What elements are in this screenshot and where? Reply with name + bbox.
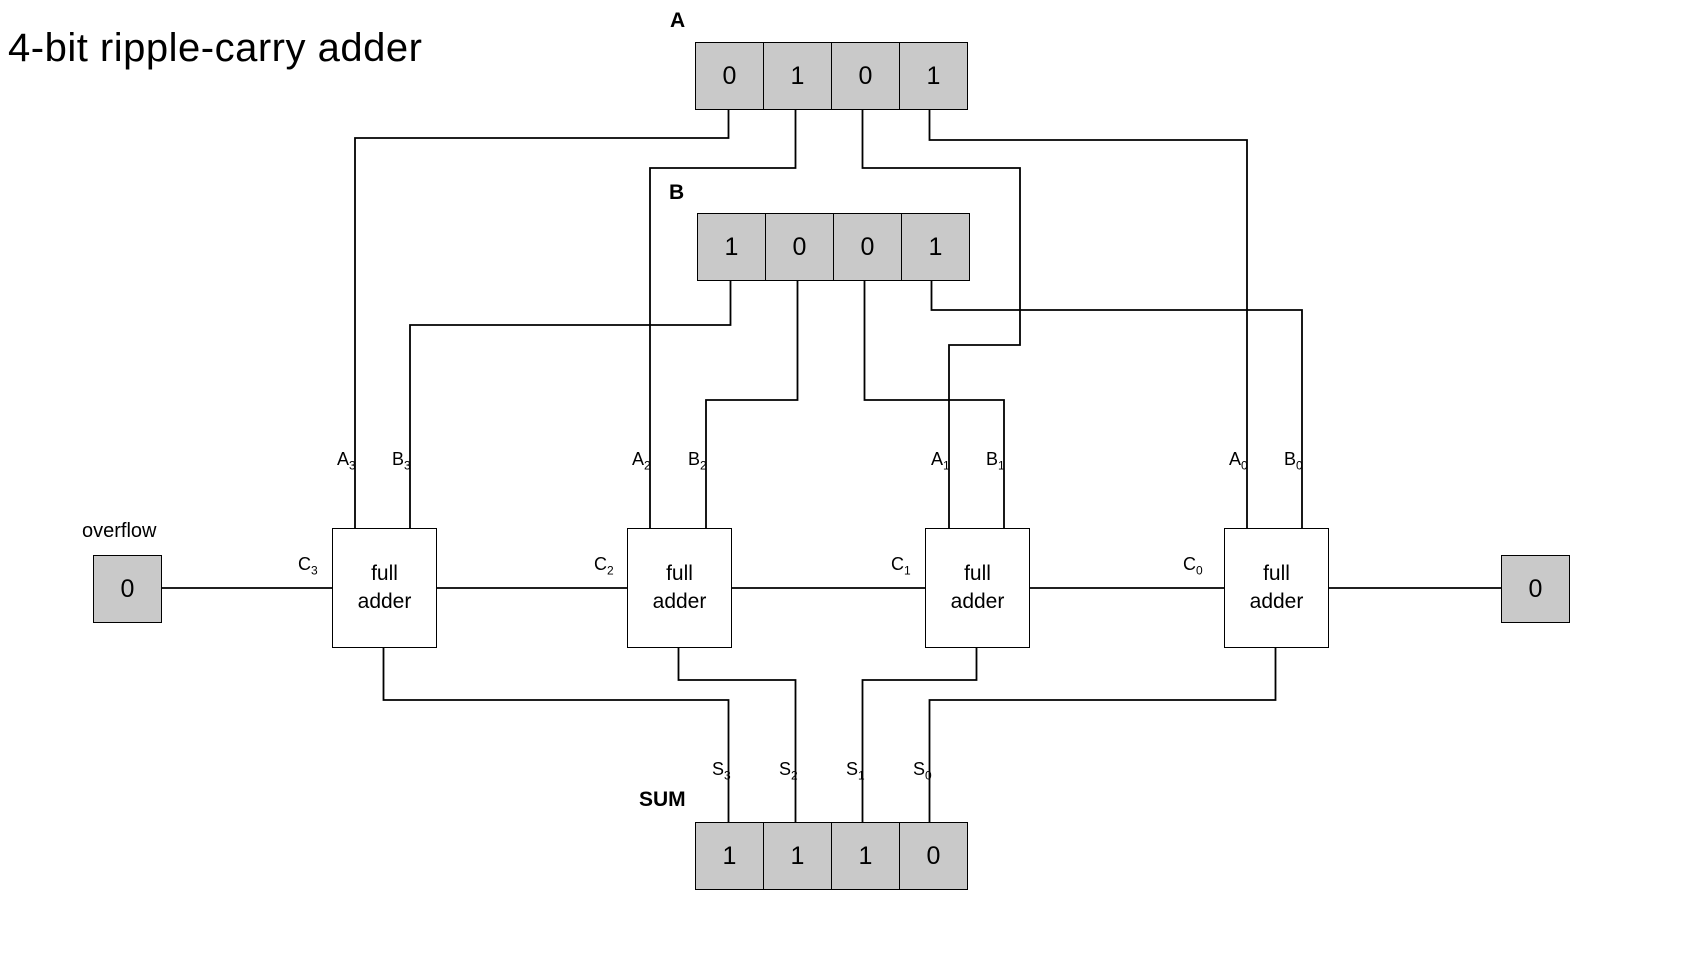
wire-b2 — [705, 279, 799, 528]
pin-label-b2: B2 — [688, 449, 707, 473]
carry-label-c0: C0 — [1183, 554, 1203, 578]
carry-label-c3-sub: 3 — [311, 563, 318, 578]
wire-s0 — [928, 646, 1277, 822]
pin-label-a3-base: A — [337, 449, 350, 469]
page-title: 4-bit ripple-carry adder — [8, 26, 423, 70]
wire-b3 — [409, 279, 732, 528]
wire-s3 — [382, 646, 730, 822]
pin-label-b0: B0 — [1284, 449, 1303, 473]
full-adder-0: full adder — [1224, 528, 1329, 648]
sum-label-s3-base: S — [712, 759, 725, 779]
pin-label-a0-sub: 0 — [1241, 458, 1248, 473]
pin-label-b3-sub: 3 — [404, 458, 411, 473]
carry-label-c1-sub: 1 — [904, 563, 911, 578]
register-b-bit1: 0 — [834, 213, 902, 281]
carry-label-c3: C3 — [298, 554, 318, 578]
pin-label-b2-base: B — [688, 449, 701, 469]
sum-label-s2: S2 — [779, 759, 798, 783]
sum-label-s2-base: S — [779, 759, 792, 779]
wire-s2 — [677, 646, 797, 822]
carry-label-c1: C1 — [891, 554, 911, 578]
carry-label-c0-base: C — [1183, 554, 1196, 574]
sum-label-s1-sub: 1 — [858, 768, 865, 783]
full-adder-1: full adder — [925, 528, 1030, 648]
sum-label-s3: S3 — [712, 759, 731, 783]
wire-s1 — [861, 646, 978, 822]
carry-label-c1-base: C — [891, 554, 904, 574]
pin-label-a0: A0 — [1229, 449, 1248, 473]
register-b-bit3: 1 — [697, 213, 766, 281]
sum-label-s2-sub: 2 — [791, 768, 798, 783]
pin-label-a2-base: A — [632, 449, 645, 469]
register-sum: 1 1 1 0 — [695, 822, 968, 890]
pin-label-a1-sub: 1 — [943, 458, 950, 473]
pin-label-b0-sub: 0 — [1296, 458, 1303, 473]
pin-label-a3: A3 — [337, 449, 356, 473]
register-a-bit2: 1 — [764, 42, 832, 110]
sum-label-s0-sub: 0 — [925, 768, 932, 783]
pin-label-b3-base: B — [392, 449, 405, 469]
pin-label-a2: A2 — [632, 449, 651, 473]
register-a: 0 1 0 1 — [695, 42, 968, 110]
pin-label-a3-sub: 3 — [349, 458, 356, 473]
pin-label-b0-base: B — [1284, 449, 1297, 469]
pin-label-a2-sub: 2 — [644, 458, 651, 473]
pin-label-a1: A1 — [931, 449, 950, 473]
carry-label-c3-base: C — [298, 554, 311, 574]
sum-label-s3-sub: 3 — [724, 768, 731, 783]
pin-label-b3: B3 — [392, 449, 411, 473]
sum-label-s1-base: S — [846, 759, 859, 779]
wire-b0 — [930, 279, 1303, 528]
full-adder-2: full adder — [627, 528, 732, 648]
pin-label-a0-base: A — [1229, 449, 1242, 469]
wire-a0 — [928, 108, 1248, 528]
pin-label-b1-sub: 1 — [998, 458, 1005, 473]
register-b-label: B — [669, 181, 685, 204]
register-b-bit2: 0 — [766, 213, 834, 281]
overflow-value-box: 0 — [93, 555, 162, 623]
pin-label-b2-sub: 2 — [700, 458, 707, 473]
register-sum-label: SUM — [639, 788, 686, 811]
wire-a1 — [861, 108, 1021, 528]
register-sum-bit3: 1 — [695, 822, 764, 890]
sum-label-s0: S0 — [913, 759, 932, 783]
register-sum-bit0: 0 — [900, 822, 968, 890]
pin-label-a1-base: A — [931, 449, 944, 469]
register-a-bit0: 1 — [900, 42, 968, 110]
carry-label-c0-sub: 0 — [1196, 563, 1203, 578]
register-a-bit1: 0 — [832, 42, 900, 110]
carry-in-value-box: 0 — [1501, 555, 1570, 623]
wire-a3 — [354, 108, 730, 528]
register-a-bit3: 0 — [695, 42, 764, 110]
sum-label-s0-base: S — [913, 759, 926, 779]
wire-b1 — [863, 279, 1005, 528]
sum-label-s1: S1 — [846, 759, 865, 783]
carry-label-c2-sub: 2 — [607, 563, 614, 578]
register-sum-bit1: 1 — [832, 822, 900, 890]
register-b-bit0: 1 — [902, 213, 970, 281]
carry-label-c2-base: C — [594, 554, 607, 574]
full-adder-3: full adder — [332, 528, 437, 648]
pin-label-b1: B1 — [986, 449, 1005, 473]
register-b: 1 0 0 1 — [697, 213, 970, 281]
register-a-label: A — [670, 9, 686, 32]
pin-label-b1-base: B — [986, 449, 999, 469]
carry-label-c2: C2 — [594, 554, 614, 578]
wire-a2 — [649, 108, 797, 528]
register-sum-bit2: 1 — [764, 822, 832, 890]
overflow-label: overflow — [82, 520, 157, 542]
